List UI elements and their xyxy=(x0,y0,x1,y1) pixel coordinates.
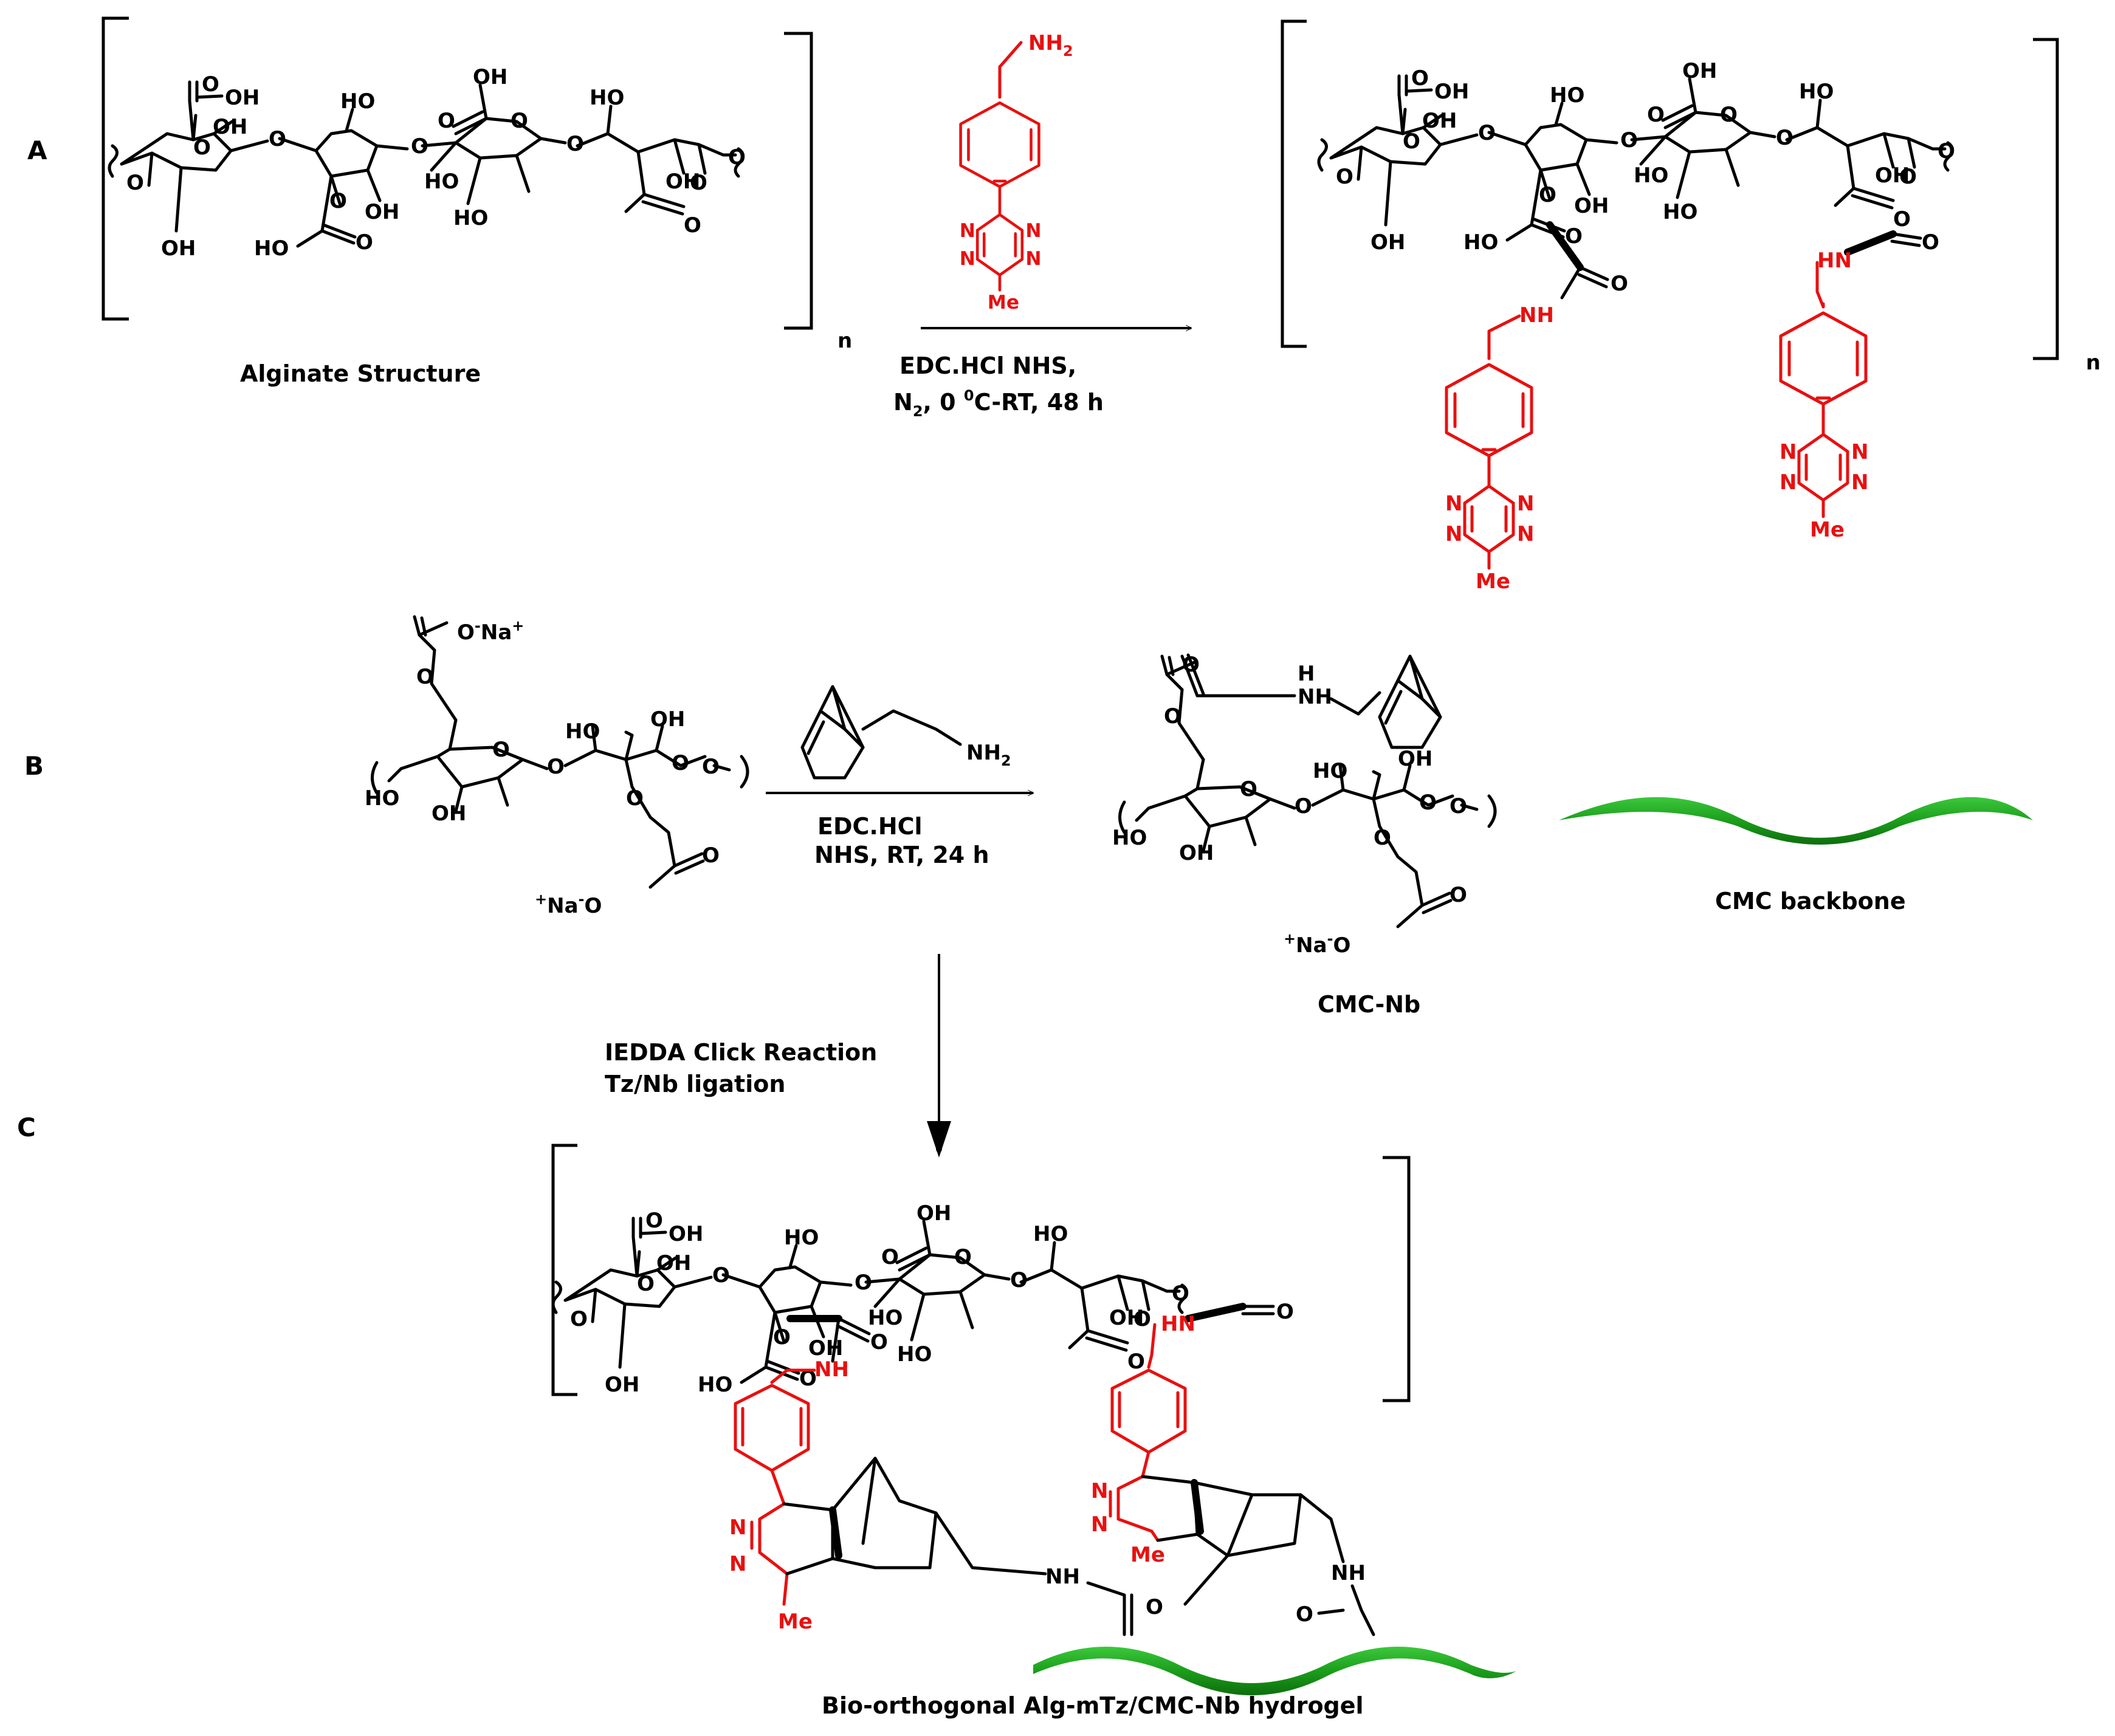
benzyl-linker xyxy=(1147,1323,1157,1369)
cmc-nb-label: CMC-Nb xyxy=(1318,991,1420,1018)
alginate-left xyxy=(109,65,746,261)
cmc-backbone-ribbon xyxy=(1033,1647,1516,1695)
cmc-starting xyxy=(365,617,748,887)
amide-carbonyl xyxy=(1317,1584,1375,1636)
norbornane-cage xyxy=(831,1456,938,1570)
benzyl-linker xyxy=(770,1368,816,1384)
pyridazine-n-label: N xyxy=(729,1515,746,1540)
conditions-c-line1: IEDDA Click Reaction xyxy=(605,1039,877,1066)
amide-nh-label: NH xyxy=(1045,1565,1080,1589)
methylene-linker xyxy=(1329,691,1381,716)
pyridazine-n-label: N xyxy=(1091,1512,1108,1537)
dihydropyridazine-right: N N Me xyxy=(1091,1368,1187,1567)
carbonyl-bond xyxy=(1890,232,1922,247)
product-left-bracket xyxy=(1281,19,1307,348)
conditions-c-line2: Tz/Nb ligation xyxy=(605,1071,785,1097)
amide-bond xyxy=(831,1317,841,1363)
alginate-hydrogel xyxy=(553,1201,1189,1397)
amide-bond xyxy=(1560,266,1582,300)
hydrogel-label: Bio-orthogonal Alg-mTz/CMC-Nb hydrogel xyxy=(822,1692,1364,1719)
amide-hn-label: HN xyxy=(1817,249,1852,273)
fused-ring xyxy=(782,1502,834,1576)
cmc-backbone-label: CMC backbone xyxy=(1715,888,1906,914)
repeat-n: n xyxy=(2086,351,2100,375)
reagent-tz-amine: NH2 xyxy=(960,31,1073,314)
dihydropyridazine-left: N N Me xyxy=(729,1384,813,1634)
me-label: Me xyxy=(778,1610,813,1634)
left-bracket xyxy=(101,16,129,321)
amide-carbonyl xyxy=(1086,1581,1133,1636)
benzyl-linker xyxy=(1487,314,1521,360)
benzyl-linker xyxy=(1815,261,1825,309)
arrowhead-c xyxy=(927,1121,951,1158)
nh2-label: NH2 xyxy=(966,741,1011,769)
alginate-label: Alginate Structure xyxy=(240,360,481,387)
carbonyl-o-label: O xyxy=(1611,272,1628,296)
me-label: Me xyxy=(1130,1543,1165,1567)
norbornane-bridge xyxy=(861,1456,1047,1576)
conditions-b-line1: EDC.HCl xyxy=(817,813,923,840)
conditions-a-line2: N2, 0 0C-RT, 48 h xyxy=(893,387,1104,420)
hydrogel-right-bracket xyxy=(1383,1156,1411,1402)
carbonyl-o-label: O xyxy=(1296,1602,1313,1627)
amide-nh-label: NH xyxy=(1519,303,1554,328)
carbonyl-o-label: O xyxy=(1276,1300,1294,1324)
bond-wedge xyxy=(1185,1303,1247,1322)
pyridazine-n-label: N xyxy=(1091,1479,1108,1503)
carbonyl-o-label: O xyxy=(1146,1595,1163,1619)
carbonyl-o-label: O xyxy=(1182,653,1200,677)
carbonyl-bond xyxy=(1577,266,1609,289)
carbonyl-bond xyxy=(1180,653,1205,698)
pyridazine-n-label: N xyxy=(729,1552,746,1576)
hydrogel-left-bracket xyxy=(551,1144,577,1396)
right-bracket xyxy=(784,32,813,330)
amide-h-label: H xyxy=(1298,662,1315,686)
amide-nh-label: NH xyxy=(1331,1561,1366,1585)
cmc-backbone-ribbon xyxy=(1559,797,2033,845)
bond-wedge xyxy=(1546,221,1584,271)
carbonyl-bond xyxy=(836,1317,871,1343)
panel-label-c: C xyxy=(17,1113,36,1142)
amide-nh-label: NH xyxy=(1298,685,1332,709)
reagent-nb-amine: NH2 xyxy=(802,687,1011,778)
carbonyl-o-label: O xyxy=(870,1330,888,1354)
alginate-product xyxy=(1319,59,1955,255)
norbornane-bridge xyxy=(1183,1493,1345,1606)
carbonyl-bond xyxy=(1241,1305,1275,1316)
carbonyl-o-label: O xyxy=(1922,230,1939,255)
product-right-bracket xyxy=(2033,38,2059,360)
amide-nh-label: NH xyxy=(814,1357,849,1382)
panel-label-b: B xyxy=(24,751,44,781)
amide-hn-label: HN xyxy=(1161,1312,1195,1336)
nh2-label: NH2 xyxy=(1028,31,1073,60)
sodium-label: +Na-O xyxy=(535,891,602,918)
sodium-label: +Na-O xyxy=(1284,930,1350,958)
conditions-b-line2: NHS, RT, 24 h xyxy=(814,842,989,868)
bond-wedge xyxy=(1844,230,1897,256)
conditions-a-line1: EDC.HCl NHS, xyxy=(899,352,1076,379)
bond-wedge xyxy=(829,1506,842,1559)
panel-label-a: A xyxy=(27,136,47,165)
repeat-n: n xyxy=(837,329,852,353)
norbornane-cage xyxy=(1192,1481,1302,1557)
carboxylate-o-label: O-Na+ xyxy=(457,617,524,645)
bond-wedge xyxy=(1191,1479,1204,1535)
